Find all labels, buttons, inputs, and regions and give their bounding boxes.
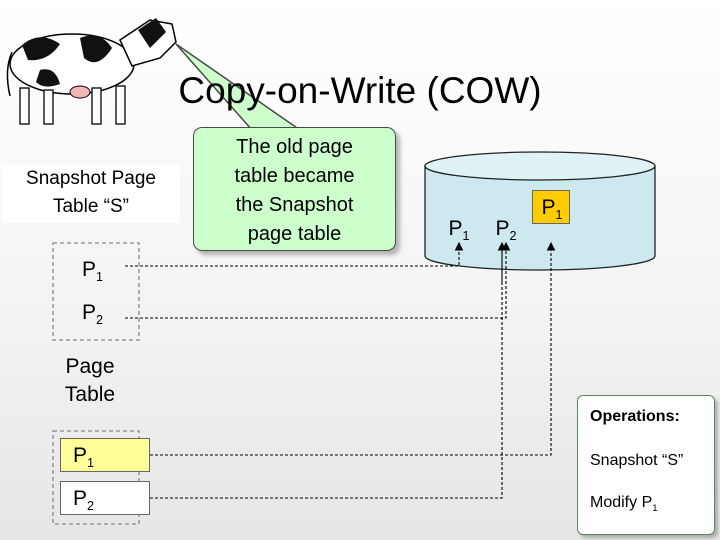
page-entry-p2-sub: 2 — [87, 499, 95, 514]
operations-panel: Operations: Snapshot “S” Modify P1 — [577, 395, 715, 535]
snapshot-label-line2: Table “S” — [52, 196, 130, 217]
snapshot-entry-p2-name: P — [82, 301, 97, 324]
page-entry-p2-name: P — [73, 487, 88, 510]
disk-block-p1-new: P1 — [532, 190, 570, 224]
cow-icon — [6, 18, 177, 125]
snapshot-label-line1: Snapshot Page — [26, 168, 156, 189]
page-table-label-line1: Page — [65, 355, 115, 378]
disk-block-p1-old: P1 — [440, 214, 478, 244]
page-entry-p2: P2 — [60, 481, 150, 515]
callout-note: The old page table became the Snapshot p… — [193, 127, 396, 251]
snapshot-table-frame — [52, 242, 140, 341]
link-page-p1 — [125, 241, 556, 456]
link-snapshot-p2 — [125, 241, 511, 319]
callout-line2: table became — [234, 165, 355, 187]
page-entry-p1: P1 — [60, 438, 150, 472]
operation-modify-name: Modify P — [590, 494, 653, 511]
disk-block-p2-name: P — [495, 217, 510, 240]
callout-line4: page table — [247, 223, 342, 245]
page-entry-p1-sub: 1 — [87, 456, 95, 471]
disk-block-p1-old-name: P — [448, 217, 463, 240]
page-entry-p1-name: P — [73, 444, 88, 467]
disk-block-p2-sub: 2 — [509, 229, 517, 244]
disk-block-p1-new-name: P — [541, 196, 556, 219]
snapshot-entry-p1-sub: 1 — [96, 270, 104, 285]
operation-snapshot: Snapshot “S” — [590, 452, 684, 469]
snapshot-table-label: Snapshot Page Table “S” — [2, 165, 180, 223]
disk-block-p1-new-sub: 1 — [555, 208, 563, 223]
operation-modify: Modify P1 — [590, 494, 658, 514]
disk-block-p1-old-sub: 1 — [462, 229, 470, 244]
link-page-p2 — [125, 280, 503, 499]
disk-block-p2: P2 — [487, 214, 525, 244]
operation-modify-sub: 1 — [652, 503, 658, 515]
page-table-frame — [52, 430, 140, 525]
snapshot-entry-p2: P2 — [70, 296, 160, 330]
snapshot-entry-p2-sub: 2 — [96, 313, 104, 328]
operations-title: Operations: — [590, 408, 680, 425]
snapshot-entry-p1-name: P — [82, 258, 97, 281]
slide-title: Copy-on-Write (COW) — [178, 70, 542, 111]
page-table-label-line2: Table — [64, 383, 116, 406]
link-snapshot-p1 — [125, 241, 464, 267]
snapshot-entry-p1: P1 — [70, 253, 160, 287]
callout-line3: the Snapshot — [235, 194, 354, 216]
page-table-label: Page Table — [50, 353, 130, 409]
callout-line1: The old page — [236, 136, 353, 158]
